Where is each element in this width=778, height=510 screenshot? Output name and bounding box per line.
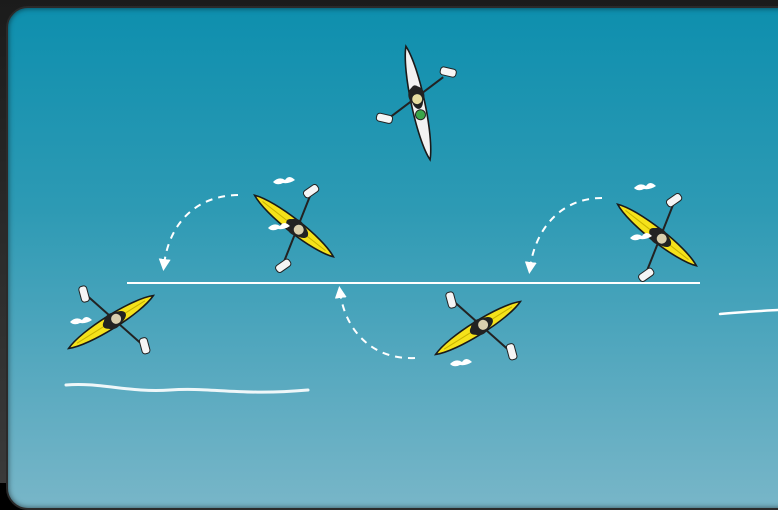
kayak-white xyxy=(362,37,474,169)
wake-streak-right xyxy=(720,310,778,314)
turn-arrow-right xyxy=(530,198,602,268)
turn-arrow-left xyxy=(164,195,238,265)
turn-arrow-center xyxy=(340,292,415,358)
splash-upper-left xyxy=(273,177,295,184)
splash-lower-center xyxy=(450,359,472,366)
kayak-yellow-lower-left xyxy=(44,256,178,388)
wake-streak-left xyxy=(66,384,308,392)
kayak-yellow-upper-left xyxy=(226,158,362,293)
kayak-drill-diagram xyxy=(0,0,778,483)
splash-lower-left xyxy=(70,317,92,324)
splash-upper-right xyxy=(634,183,656,190)
splash-upper-right-2 xyxy=(630,233,652,240)
kayak-yellow-lower-center xyxy=(411,262,545,394)
